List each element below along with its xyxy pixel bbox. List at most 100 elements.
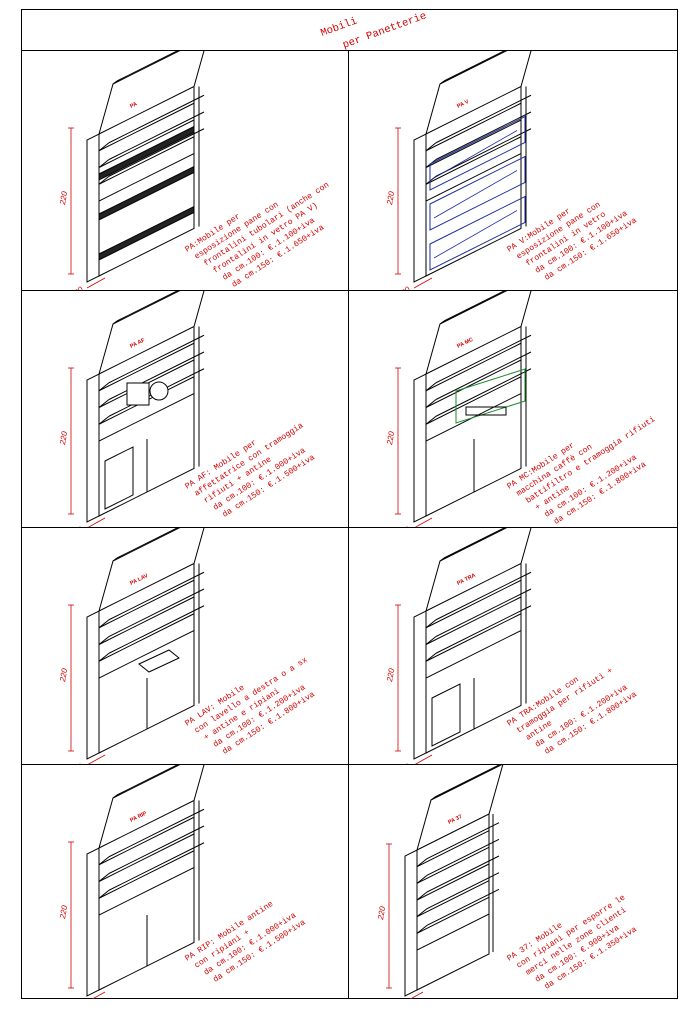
grid-divider	[348, 50, 349, 998]
shelf-back	[108, 571, 205, 621]
shelf-back	[108, 605, 205, 654]
side-panel	[413, 133, 427, 283]
top-crown	[98, 528, 205, 612]
shelf-side	[416, 874, 428, 884]
shelf-edge	[98, 342, 195, 392]
shelf-side	[416, 924, 428, 934]
shelf-side	[425, 619, 437, 629]
shelf-back	[435, 351, 532, 400]
grid-rule	[22, 764, 677, 765]
cabinet-drawing: PA AF2206060PA AF: Mobile peraffettatric…	[58, 291, 317, 527]
shelf-edge	[425, 342, 522, 392]
slicer-blade	[149, 381, 169, 401]
glass-edge	[433, 210, 518, 259]
depth-value: 60	[73, 285, 86, 290]
depth-dimension	[414, 754, 433, 764]
product-cell-pa-tra: PA TRA2206060PA TRA:Mobile contramoggia …	[349, 528, 677, 764]
depth-value: 60	[400, 762, 413, 764]
height-value: 220	[376, 905, 387, 921]
shelf-edge	[98, 119, 195, 168]
model-label: PA	[129, 101, 138, 110]
shelf-side	[98, 159, 110, 168]
depth-value: 60	[73, 525, 86, 527]
shelf-side	[425, 382, 437, 392]
drip-tray	[465, 406, 507, 416]
shelf-side	[425, 142, 437, 152]
crown-edge	[439, 80, 445, 85]
shelf-back	[108, 825, 205, 874]
shelf-edge	[98, 579, 195, 629]
shelf-back	[108, 94, 205, 144]
crown-edge	[443, 51, 506, 82]
crown-edge	[112, 80, 118, 85]
shelf-side	[416, 858, 428, 868]
cabinet-drawing: PA TRA2206060PA TRA:Mobile contramoggia …	[385, 528, 639, 764]
side-panel	[413, 610, 427, 760]
shelf-side	[98, 382, 110, 392]
tubular-front	[98, 165, 195, 221]
glass-front	[429, 115, 526, 191]
shelf-back	[435, 605, 532, 654]
height-value: 220	[58, 904, 69, 920]
shelf-side	[98, 652, 110, 662]
sheet-title: Mobili per Panetterie	[22, 10, 677, 50]
crown-edge	[112, 320, 118, 325]
shelf-back	[435, 368, 532, 417]
shelf-back	[426, 822, 500, 860]
shelf-side	[425, 415, 437, 425]
height-value: 220	[58, 667, 69, 683]
shelf-back	[435, 588, 532, 637]
glass-front	[429, 195, 526, 271]
grid-rule	[22, 527, 677, 528]
shelf-back	[108, 842, 205, 891]
shelf-side	[98, 873, 110, 882]
shelf-edge	[425, 376, 522, 425]
depth-value: 60	[73, 762, 86, 764]
top-crown	[425, 291, 532, 375]
depth-dimension	[87, 754, 106, 764]
shelf-edge	[425, 136, 522, 185]
slicer-body	[126, 382, 150, 406]
shelf-side	[425, 652, 437, 662]
depth-dimension	[91, 991, 106, 999]
top-crown	[425, 51, 532, 135]
side-panel	[86, 373, 100, 523]
depth-value: 60	[400, 525, 413, 527]
height-value: 220	[385, 667, 396, 683]
crown-edge	[112, 794, 118, 799]
depth-dimension	[409, 991, 424, 999]
shelf-back	[108, 351, 205, 400]
shelf-back	[426, 855, 500, 893]
shelf-side	[416, 908, 428, 918]
crown-edge	[439, 557, 445, 562]
tramoggia-door	[431, 683, 461, 747]
shelf-back	[435, 94, 532, 144]
shelf-side	[98, 889, 110, 899]
depth-dimension	[414, 517, 433, 527]
top-crown	[416, 765, 504, 851]
depth-value: 60	[400, 285, 413, 290]
shelf-side	[425, 636, 437, 645]
top-crown	[98, 51, 205, 135]
shelf-edge	[98, 833, 195, 882]
crown-edge	[443, 291, 506, 322]
shelf-side	[98, 415, 110, 425]
depth-dimension	[413, 277, 433, 289]
shelf-edge	[98, 613, 195, 662]
height-value: 220	[385, 190, 396, 206]
tramoggia-door	[104, 446, 134, 510]
crown-edge	[116, 528, 179, 559]
